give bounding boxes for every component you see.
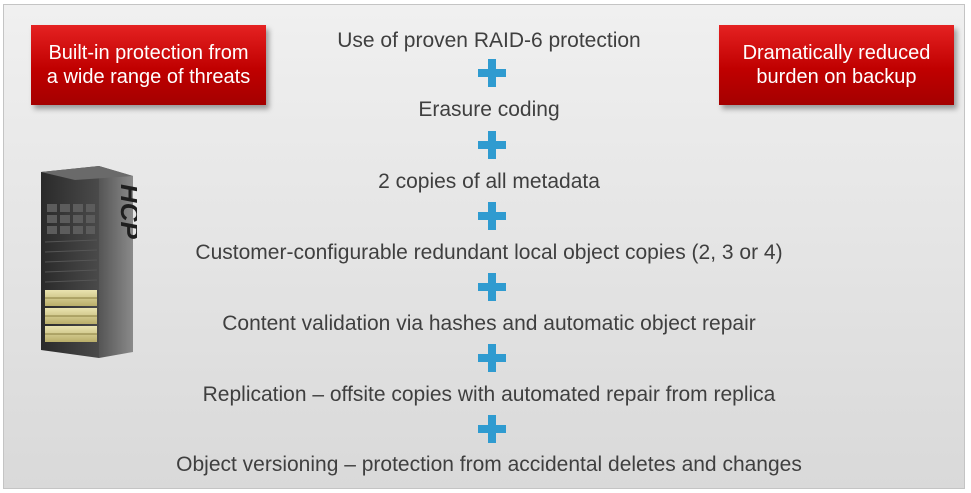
left-callout-text: Built-in protection from a wide range of…: [46, 42, 251, 88]
step-raid6: Use of proven RAID-6 protection: [337, 29, 641, 52]
step-erasure-coding: Erasure coding: [418, 98, 560, 121]
server-rack-icon: HCP: [37, 162, 145, 362]
plus-icon: [477, 343, 507, 373]
plus-icon: [477, 272, 507, 302]
plus-icon: [477, 414, 507, 444]
plus-icon: [477, 130, 507, 160]
plus-icon: [477, 58, 507, 88]
right-callout-text: Dramatically reduced burden on backup: [742, 42, 931, 88]
step-replication: Replication – offsite copies with automa…: [202, 383, 776, 406]
plus-icon: [477, 201, 507, 231]
step-local-copies: Customer-configurable redundant local ob…: [195, 241, 783, 264]
right-callout-box: Dramatically reduced burden on backup: [719, 25, 954, 105]
slide: Built-in protection from a wide range of…: [3, 4, 965, 489]
left-callout-box: Built-in protection from a wide range of…: [31, 25, 266, 105]
step-content-validation: Content validation via hashes and automa…: [222, 312, 756, 335]
step-versioning: Object versioning – protection from acci…: [176, 453, 802, 476]
step-metadata-copies: 2 copies of all metadata: [378, 170, 600, 193]
